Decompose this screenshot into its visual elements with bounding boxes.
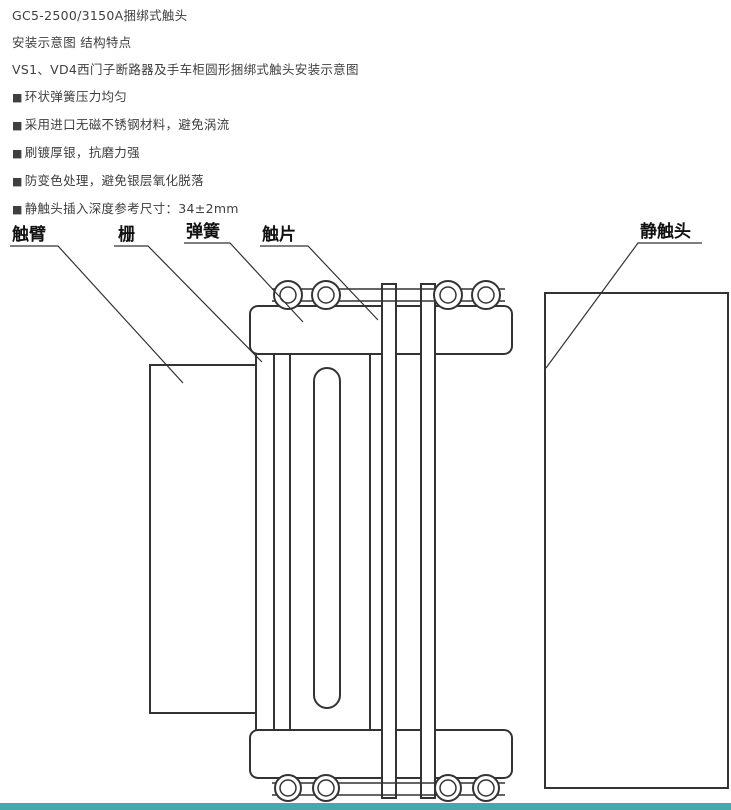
feature-item: ■防变色处理，避免银层氧化脱落 — [12, 173, 719, 189]
leader-line-contact-piece — [260, 245, 379, 321]
text-block: GC5-2500/3150A捆绑式触头 安装示意图 结构特点 VS1、VD4西门… — [12, 8, 719, 229]
diagram-label-contact-piece: 触片 — [261, 224, 296, 245]
feature-item: ■刷镀厚银，抗磨力强 — [12, 145, 719, 161]
bullet-icon: ■ — [12, 119, 23, 132]
ring-spring-circle-inner — [279, 779, 297, 797]
ring-spring-circle-inner — [317, 779, 335, 797]
diagram-label-grid: 栅 — [118, 224, 135, 245]
static-contact-rect — [544, 292, 729, 789]
contact-blade-bar — [381, 283, 397, 799]
ring-spring-circle-inner — [439, 779, 457, 797]
grid-flange-plate — [255, 344, 275, 734]
bullet-icon: ■ — [12, 147, 23, 160]
feature-item: ■采用进口无磁不锈钢材料，避免涡流 — [12, 117, 719, 133]
ring-spring-circle-inner — [439, 286, 457, 304]
diagram-label-static-contact: 静触头 — [640, 221, 691, 242]
diagram-label-contact-arm: 触臂 — [11, 224, 46, 245]
ring-spring-circle-inner — [279, 286, 297, 304]
diagram-label-spring: 弹簧 — [186, 221, 220, 242]
ring-spring-bottom — [274, 774, 500, 802]
page-subtitle: 安装示意图 结构特点 — [12, 35, 132, 50]
ring-spring-top — [273, 280, 501, 310]
leader-line-static-contact — [545, 242, 702, 369]
spring-slot — [313, 367, 341, 709]
ring-spring-circle-inner — [477, 779, 495, 797]
feature-text: 防变色处理，避免银层氧化脱落 — [24, 173, 204, 188]
bullet-icon: ■ — [12, 91, 23, 104]
contact-arm-rect — [149, 364, 257, 714]
feature-text: 采用进口无磁不锈钢材料，避免涡流 — [24, 117, 230, 132]
feature-text: 静触头插入深度参考尺寸：34±2mm — [24, 201, 239, 216]
leader-line-contact-arm — [10, 245, 184, 384]
bottom-accent-bar — [0, 803, 731, 810]
bullet-icon: ■ — [12, 175, 23, 188]
leader-line-spring — [184, 242, 304, 323]
contact-blade-bar-2 — [420, 283, 436, 799]
ring-spring-circle-inner — [477, 286, 495, 304]
page-title: GC5-2500/3150A捆绑式触头 — [12, 8, 188, 23]
feature-text: 环状弹簧压力均匀 — [24, 89, 128, 104]
leader-line-grid — [114, 245, 263, 363]
diagram-caption: VS1、VD4西门子断路器及手车柜圆形捆绑式触头安装示意图 — [12, 62, 359, 77]
ring-spring-circle-inner — [317, 286, 335, 304]
feature-item: ■环状弹簧压力均匀 — [12, 89, 719, 105]
bullet-icon: ■ — [12, 203, 23, 216]
feature-item: ■静触头插入深度参考尺寸：34±2mm — [12, 201, 719, 217]
feature-text: 刷镀厚银，抗磨力强 — [24, 145, 140, 160]
